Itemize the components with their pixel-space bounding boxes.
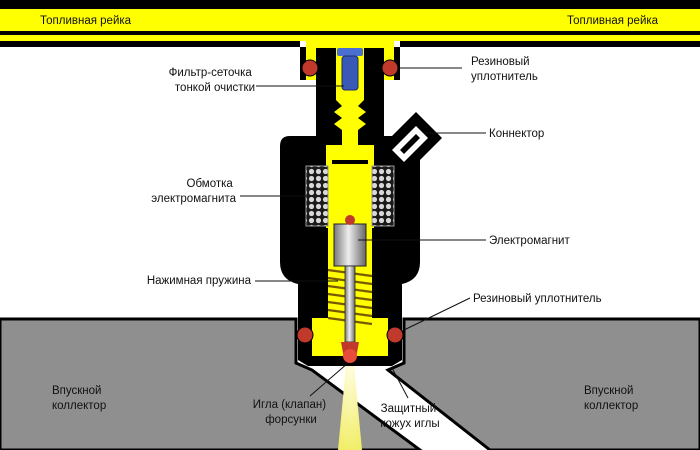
- label-manifold-right: Впускной коллектор: [584, 385, 638, 412]
- fuel-rail: Топливная рейка Топливная рейка: [0, 0, 700, 80]
- needle-rod: [344, 265, 356, 343]
- seal-bottom-right: [386, 326, 404, 344]
- label-manifold-left: Впускной коллектор: [52, 385, 106, 412]
- rail-label-left: Топливная рейка: [40, 15, 132, 27]
- manifold-left: [0, 317, 423, 450]
- needle-tip-ball: [343, 349, 357, 363]
- label-seal-top: Резиновый уплотнитель: [471, 56, 538, 83]
- label-spring: Нажимная пружина: [147, 275, 252, 287]
- fine-filter: [337, 48, 363, 91]
- filter-mesh: [341, 55, 359, 91]
- seal-top-left: [301, 59, 319, 77]
- armature-top-ball: [345, 215, 355, 225]
- intake-manifold: [0, 317, 700, 450]
- manifold-right: [385, 317, 700, 450]
- armature-gap: [332, 160, 368, 164]
- label-seal-bottom: Резиновый уплотнитель: [473, 293, 602, 305]
- label-filter: Фильтр-сеточка тонкой очистки: [169, 67, 255, 94]
- leader-lines: [240, 67, 486, 399]
- rail-fuel-channel: [0, 35, 700, 41]
- armature: [333, 223, 367, 267]
- rail-top-strip: [0, 0, 700, 9]
- label-electromagnet: Электромагнит: [489, 235, 570, 247]
- rail-wall-upper: [0, 31, 700, 35]
- rail-wall-lower-left: [0, 41, 306, 80]
- filter-cap: [337, 48, 363, 56]
- callouts: Фильтр-сеточка тонкой очистки Резиновый …: [52, 56, 638, 430]
- connector: [378, 112, 442, 176]
- connector-pin: [400, 134, 420, 154]
- coil-right: [371, 165, 395, 227]
- label-coil: Обмотка электромагнита: [151, 178, 236, 205]
- seal-top-right: [381, 59, 399, 77]
- fuel-spray: [338, 366, 362, 450]
- label-connector: Коннектор: [489, 128, 544, 140]
- rail-wall-lower-right: [394, 41, 700, 80]
- rail-label-right: Топливная рейка: [567, 15, 659, 27]
- label-guard: Защитный кожух иглы: [380, 403, 439, 430]
- seal-bottom-left: [296, 326, 314, 344]
- label-needle: Игла (клапан) форсунки: [253, 399, 330, 426]
- rail-label-bar: [0, 9, 700, 31]
